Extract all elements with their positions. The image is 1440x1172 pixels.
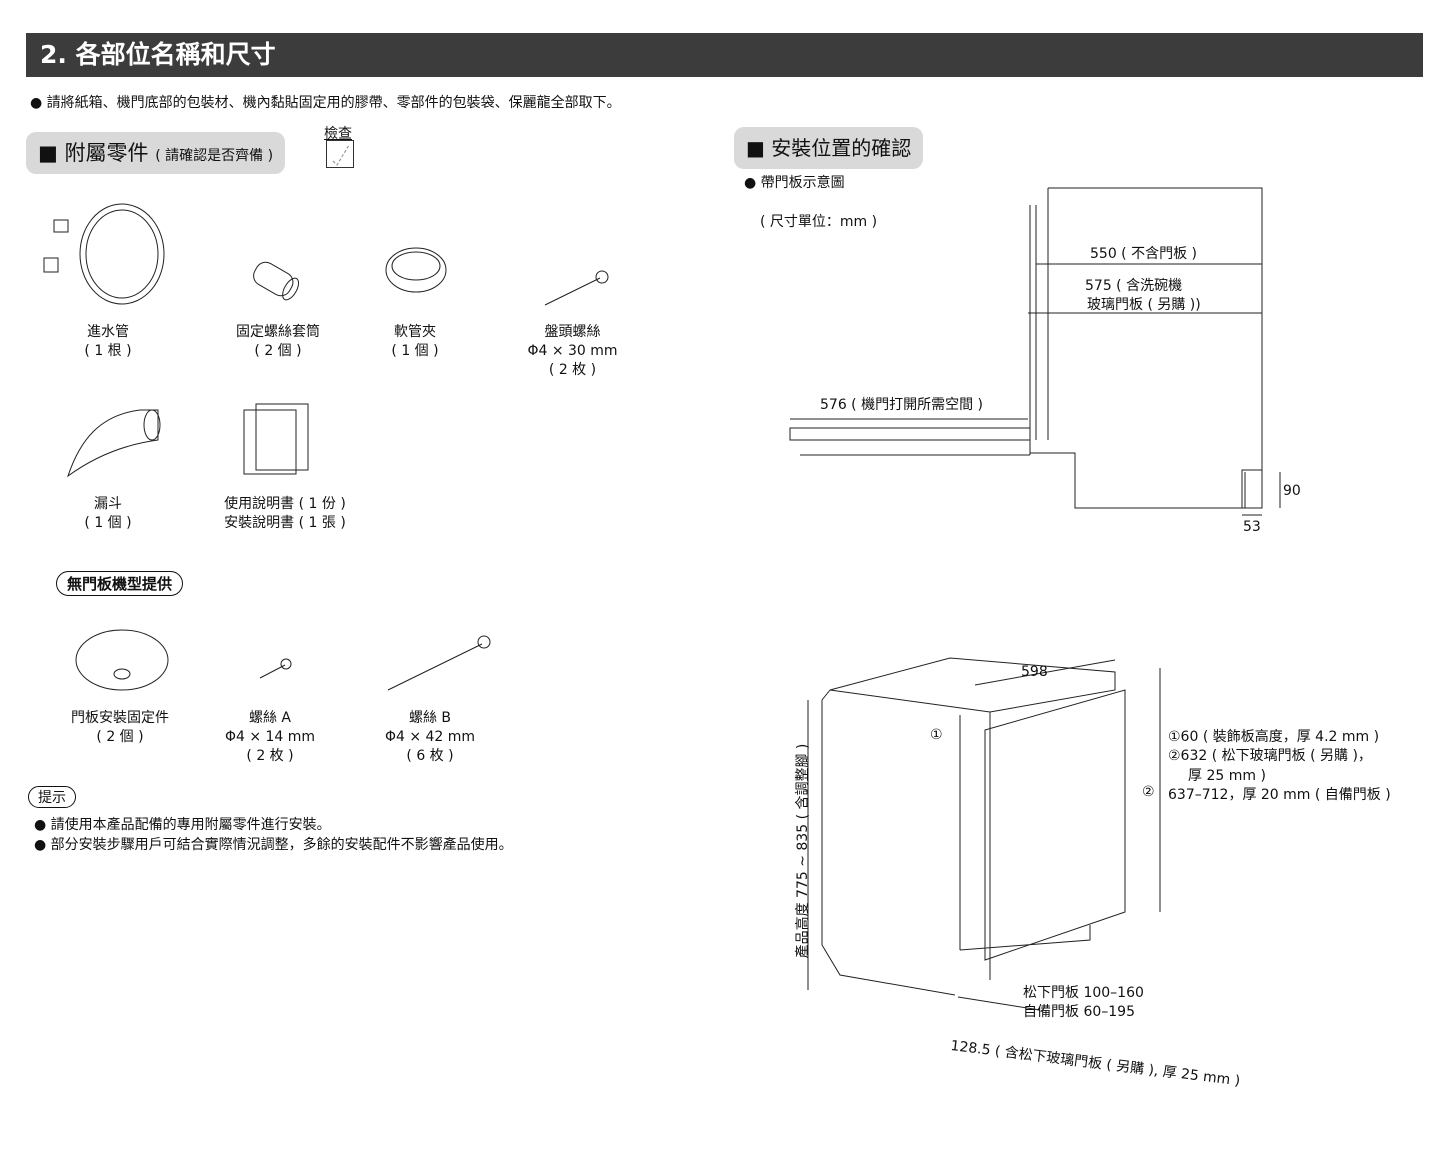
note-2a: ②632 ( 松下玻璃門板 ( 另購 )， [1168,748,1372,764]
tip-1: ● 請使用本產品配備的專用附屬零件進行安裝。 [34,817,331,833]
check-label: 檢查 [324,126,352,142]
accessory-funnel: 漏斗( 1 個 ) [84,496,132,531]
note-3: 637–712，厚 20 mm ( 自備門板 ) [1168,787,1391,803]
accessories-heading: ■ 附屬零件 [38,141,149,165]
install-title: ■ 安裝位置的確認 [734,127,924,169]
accessory-illustrations [43,203,609,478]
no-panel-door-bracket: 門板安裝固定件( 2 個 ) [71,710,169,745]
note-2b: 厚 25 mm ) [1188,768,1266,784]
diagram-label: ● 帶門板示意圖 [744,175,845,191]
check-box[interactable] [326,140,354,168]
tips-badge: 提示 [28,786,76,808]
dim-90: 90 [1283,483,1301,499]
unit-label: ( 尺寸單位：mm ) [760,214,878,230]
marker-2: ② [1142,784,1155,800]
notice: ● 請將紙箱、機門底部的包裝材、機內黏貼固定用的膠帶、零部件的包裝袋、保麗龍全部… [30,95,621,111]
accessory-inlet-hose: 進水管( 1 根 ) [84,324,132,359]
accessories-subtitle: ( 請確認是否齊備 ) [155,148,274,164]
note-1: ①60 ( 裝飾板高度，厚 4.2 mm ) [1168,729,1380,745]
no-panel-illustrations [75,629,491,691]
dim-576: 576 ( 機門打開所需空間 ) [820,397,983,413]
no-panel-badge: 無門板機型提供 [56,571,184,596]
kick-2: 自備門板 60–195 [1023,1004,1135,1020]
dim-53: 53 [1243,519,1261,535]
accessories-title: ■ 附屬零件 ( 請確認是否齊備 ) [26,132,286,174]
dim-598: 598 [1021,664,1048,680]
section-header: 2. 各部位名稱和尺寸 [26,33,1423,77]
accessory-hose-clamp: 軟管夾( 1 個 ) [391,324,439,359]
accessory-manuals: 使用說明書 ( 1 份 )安裝說明書 ( 1 張 ) [224,496,346,531]
dim-575-a: 575 ( 含洗碗機 [1085,278,1183,294]
dim-height: 產品高度 775 ~ 835 ( 含調整腳 ) [795,743,811,959]
marker-1: ① [930,727,943,743]
accessory-screw-sleeve: 固定螺絲套筒( 2 個 ) [236,324,320,359]
kick-1: 松下門板 100–160 [1023,985,1144,1001]
tip-2: ● 部分安裝步驟用戶可結合實際情況調整，多餘的安裝配件不影響產品使用。 [34,837,513,853]
dim-550: 550 ( 不含門板 ) [1090,246,1197,262]
dim-575-b: 玻璃門板 ( 另購 )) [1087,297,1201,313]
